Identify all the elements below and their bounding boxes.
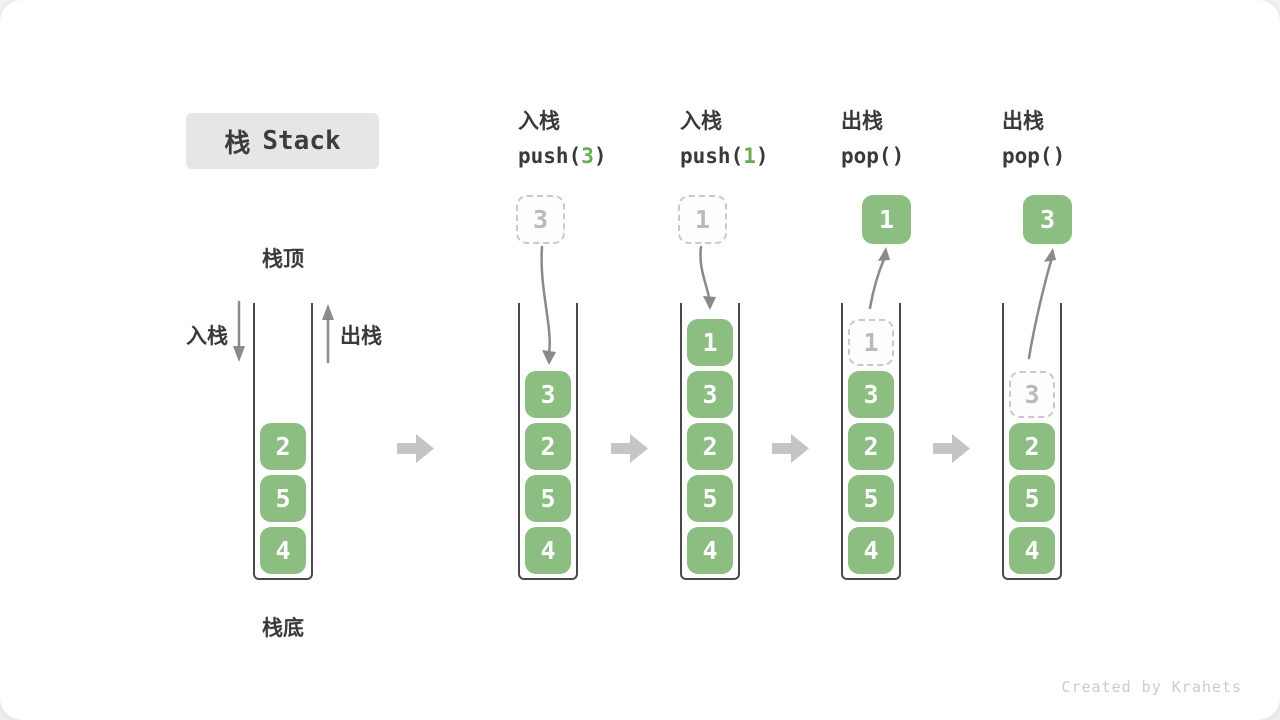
operation-code: push(1) bbox=[680, 139, 850, 174]
stack-cell: 5 bbox=[687, 475, 733, 522]
title-en: Stack bbox=[262, 126, 341, 156]
stack-cells: 2 5 4 bbox=[253, 303, 313, 580]
pop-curved-arrow-icon bbox=[868, 247, 890, 310]
operation-name: 出栈 bbox=[1002, 110, 1044, 133]
stack-cell: 3 bbox=[848, 371, 894, 418]
stack-cells: 1 3 2 5 4 bbox=[841, 303, 901, 580]
operation-name: 入栈 bbox=[518, 110, 560, 133]
code-pre: push( bbox=[680, 144, 744, 168]
stack-bottom-label: 栈底 bbox=[262, 617, 304, 640]
stack-cell: 1 bbox=[687, 319, 733, 366]
stack-cell: 4 bbox=[525, 527, 571, 574]
stack-cell: 4 bbox=[848, 527, 894, 574]
stack-cell: 5 bbox=[525, 475, 571, 522]
operation-label: 出栈 pop() bbox=[841, 104, 1011, 174]
code-pre: push( bbox=[518, 144, 582, 168]
pop-side-label: 出栈 bbox=[340, 325, 382, 348]
operation-label: 出栈 pop() bbox=[1002, 104, 1172, 174]
ghost-cell: 3 bbox=[1009, 371, 1055, 418]
stack-top-label: 栈顶 bbox=[262, 248, 304, 271]
stack-cell: 2 bbox=[848, 423, 894, 470]
diagram-title-chip: 栈 Stack bbox=[186, 113, 379, 169]
popped-value-box: 3 bbox=[1023, 195, 1072, 244]
code-pre: pop( bbox=[1002, 144, 1053, 168]
incoming-value-box: 1 bbox=[678, 195, 727, 244]
stack-cell: 5 bbox=[1009, 475, 1055, 522]
push-curved-arrow-icon bbox=[699, 245, 716, 310]
incoming-value-box: 3 bbox=[516, 195, 565, 244]
popped-value-box: 1 bbox=[862, 195, 911, 244]
code-post: ) bbox=[593, 144, 607, 168]
stack-cell: 2 bbox=[260, 423, 306, 470]
stack-cells: 3 2 5 4 bbox=[518, 303, 578, 580]
stack-cell: 4 bbox=[687, 527, 733, 574]
stack-cell: 3 bbox=[687, 371, 733, 418]
stack-cell: 5 bbox=[848, 475, 894, 522]
operation-code: pop() bbox=[1002, 139, 1172, 174]
stack-cell: 4 bbox=[1009, 527, 1055, 574]
next-step-arrow-icon bbox=[933, 434, 970, 463]
stack-cells: 1 3 2 5 4 bbox=[680, 303, 740, 580]
next-step-arrow-icon bbox=[611, 434, 648, 463]
stack-cell: 2 bbox=[1009, 423, 1055, 470]
pop-curved-arrow-icon bbox=[1027, 248, 1056, 360]
code-arg: 3 bbox=[581, 144, 594, 168]
operation-label: 入栈 push(3) bbox=[518, 104, 688, 174]
operation-name: 出栈 bbox=[841, 110, 883, 133]
pop-up-arrow-icon bbox=[322, 304, 334, 364]
code-post: ) bbox=[755, 144, 769, 168]
push-curved-arrow-icon bbox=[540, 245, 556, 365]
stack-cell: 2 bbox=[687, 423, 733, 470]
code-post: ) bbox=[1052, 144, 1066, 168]
operation-name: 入栈 bbox=[680, 110, 722, 133]
operation-code: pop() bbox=[841, 139, 1011, 174]
code-arg: 1 bbox=[743, 144, 756, 168]
ghost-cell: 1 bbox=[848, 319, 894, 366]
next-step-arrow-icon bbox=[772, 434, 809, 463]
push-down-arrow-icon bbox=[233, 300, 245, 362]
push-side-label: 入栈 bbox=[186, 325, 228, 348]
stack-cell: 5 bbox=[260, 475, 306, 522]
stack-cells: 3 2 5 4 bbox=[1002, 303, 1062, 580]
code-pre: pop( bbox=[841, 144, 892, 168]
stack-cell: 3 bbox=[525, 371, 571, 418]
operation-code: push(3) bbox=[518, 139, 688, 174]
credit-text: Created by Krahets bbox=[1061, 678, 1242, 696]
stack-cell: 2 bbox=[525, 423, 571, 470]
title-zh: 栈 bbox=[224, 127, 251, 158]
stack-cell: 4 bbox=[260, 527, 306, 574]
code-post: ) bbox=[891, 144, 905, 168]
operation-label: 入栈 push(1) bbox=[680, 104, 850, 174]
next-step-arrow-icon bbox=[397, 434, 434, 463]
